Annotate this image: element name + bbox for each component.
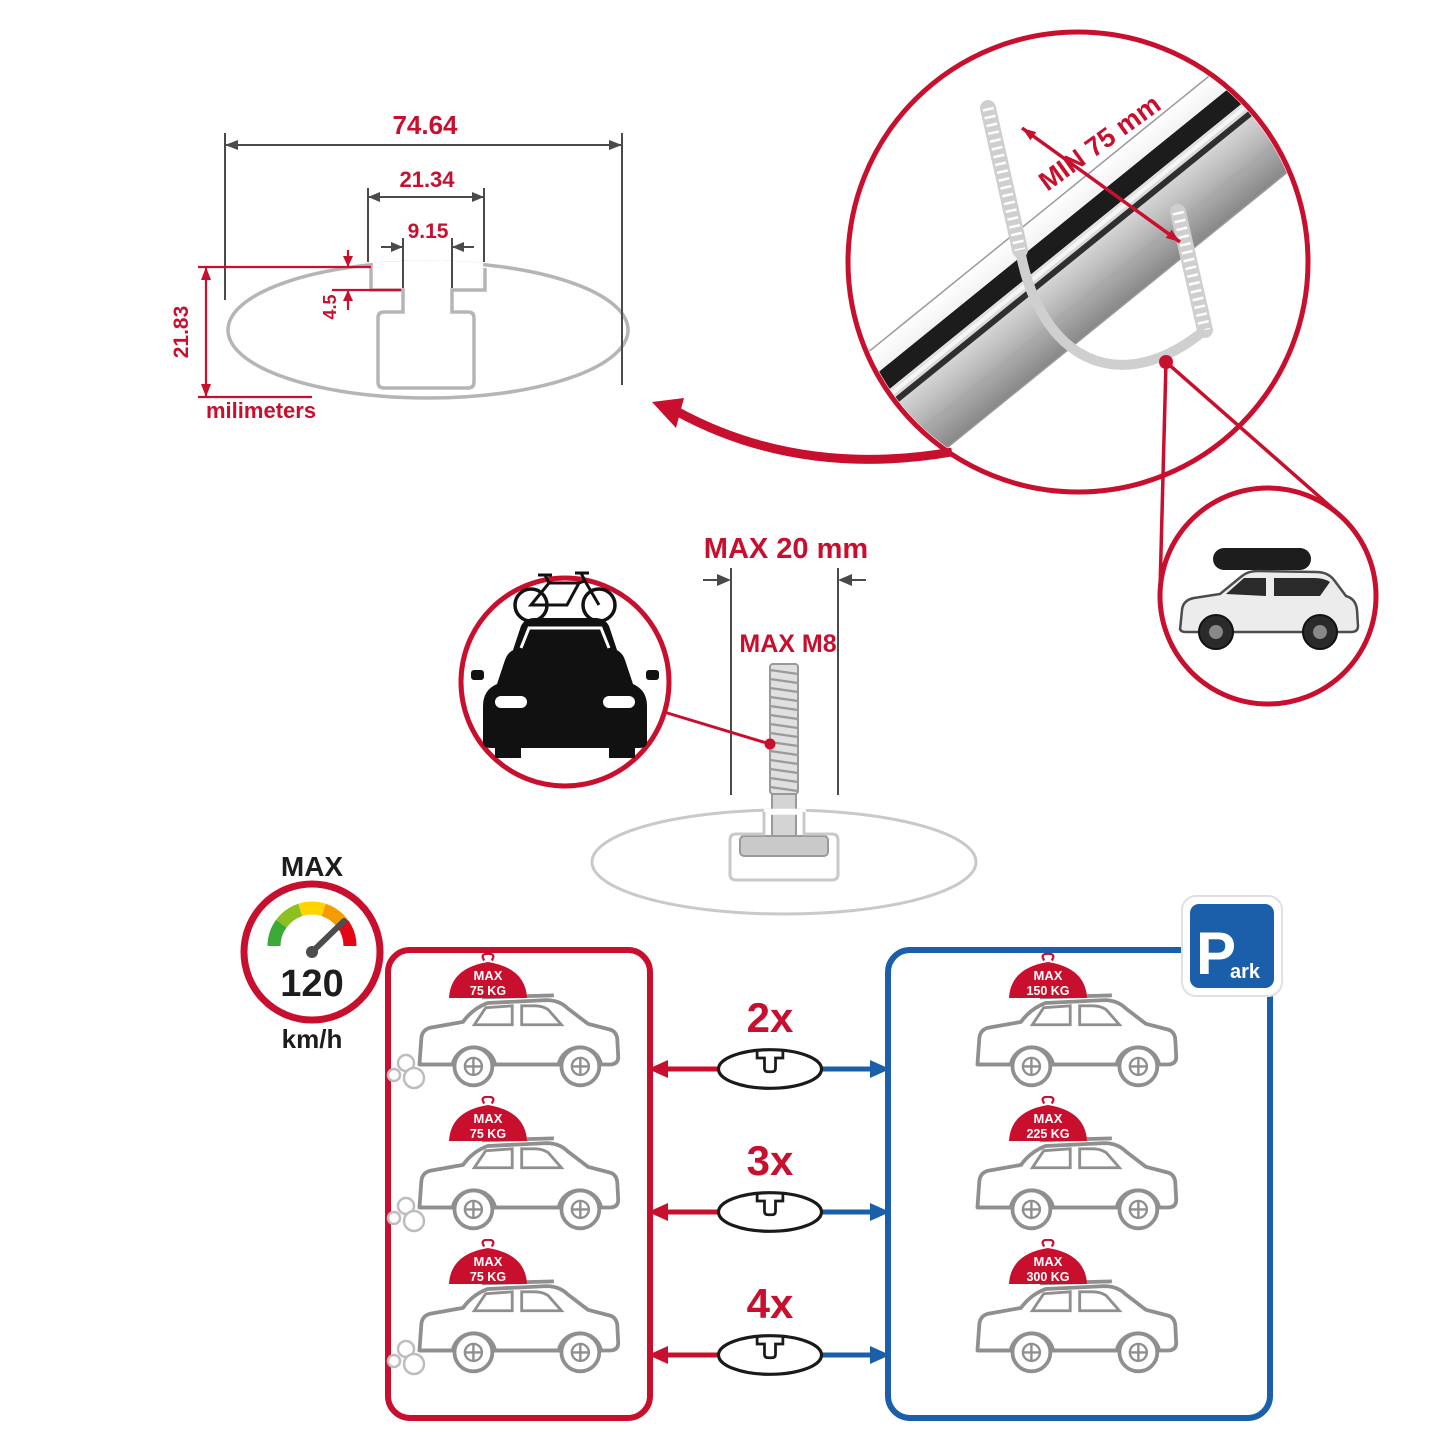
left-car-2: MAX 75 KG: [386, 1096, 621, 1233]
multiplier-rows: 2x 3x 4x: [648, 994, 890, 1376]
u-bolt-sketch: [980, 100, 1213, 370]
crossbar-detail-circle: MIN 75 mm: [652, 29, 1379, 707]
units-label: milimeters: [206, 398, 316, 423]
red-arrow-icon: [648, 1060, 668, 1078]
suv-roofbox-circle: [1157, 485, 1379, 707]
dim-channel-width-lines: [367, 188, 485, 262]
crossbar-render: [851, 35, 1305, 489]
max-thread-label: MAX M8: [739, 630, 836, 658]
bolt-detail: MAX 20 mm MAX M8: [458, 533, 978, 916]
dim-total-height-lines: [198, 267, 312, 399]
suv-roofbox-icon: [1178, 548, 1360, 650]
load-weight: 75 KG: [470, 984, 506, 998]
speed-max-label: MAX: [281, 851, 344, 882]
load-weight: 150 KG: [1026, 984, 1069, 998]
profile-slot-shape: [369, 267, 487, 390]
crossbar-profile-icon: [716, 1191, 824, 1233]
dim-channel-width: 21.34: [399, 167, 455, 192]
right-car-3: MAX 300 KG: [975, 1239, 1179, 1374]
blue-arrow-icon: [870, 1060, 890, 1078]
load-max-label: MAX: [474, 1111, 503, 1126]
multiplier-label: 3x: [747, 1137, 794, 1184]
multiplier-label: 4x: [747, 1280, 794, 1327]
suv-icon: [975, 1136, 1179, 1231]
left-car-1: MAX 75 KG: [386, 953, 621, 1090]
speed-limit-gauge: MAX 120 km/h: [240, 851, 384, 1054]
load-weight: 225 KG: [1026, 1127, 1069, 1141]
multiplier-row-2: 3x: [648, 1137, 890, 1233]
bolt-dimension-lines: [703, 568, 866, 795]
suv-icon: [417, 993, 621, 1088]
capacity-panel-blue: MAX 150 KG MAX 225 KG MAX 300 KG: [885, 947, 1273, 1421]
parking-sign: P ark: [1181, 895, 1283, 997]
right-car-2: MAX 225 KG: [975, 1096, 1179, 1231]
roof-load-tag: MAX 300 KG: [1007, 1239, 1089, 1286]
right-car-1: MAX 150 KG: [975, 953, 1179, 1088]
speed-value: 120: [280, 963, 343, 1005]
red-arrow-icon: [648, 1203, 668, 1221]
load-max-label: MAX: [474, 968, 503, 983]
roof-load-tag: MAX 75 KG: [447, 1096, 529, 1143]
dim-step-depth: 4.5: [320, 294, 340, 319]
suv-icon: [417, 1136, 621, 1231]
multiplier-row-1: 2x: [648, 994, 890, 1090]
car-front-circle: [458, 571, 672, 789]
dim-total-height: 21.83: [170, 306, 193, 359]
profile-ellipse: [226, 260, 630, 400]
roof-load-tag: MAX 75 KG: [447, 953, 529, 1000]
dim-total-width-lines: [224, 133, 623, 385]
load-max-label: MAX: [1034, 968, 1063, 983]
load-weight: 300 KG: [1026, 1270, 1069, 1284]
roof-load-tag: MAX 75 KG: [447, 1239, 529, 1286]
load-max-label: MAX: [1034, 1254, 1063, 1269]
roof-load-tag: MAX 225 KG: [1007, 1096, 1089, 1143]
left-car-3: MAX 75 KG: [386, 1239, 621, 1376]
dim-slot-width-lines: [381, 238, 474, 288]
dim-slot-width: 9.15: [408, 220, 449, 243]
crossbar-profile-icon: [716, 1334, 824, 1376]
multiplier-label: 2x: [747, 994, 794, 1041]
roof-load-tag: MAX 150 KG: [1007, 953, 1089, 1000]
speedometer-icon: [240, 880, 384, 1024]
load-weight: 75 KG: [470, 1270, 506, 1284]
red-arrow-icon: [648, 1346, 668, 1364]
blue-arrow-icon: [870, 1346, 890, 1364]
bolt-point-dot: [764, 738, 776, 750]
load-weight: 75 KG: [470, 1127, 506, 1141]
max-bolt-length-label: MAX 20 mm: [704, 533, 868, 565]
speed-units: km/h: [282, 1024, 343, 1054]
capacity-panel-red: MAX 75 KG MAX 75 KG MAX 75 KG: [385, 947, 653, 1421]
bolt-icon: [739, 663, 829, 857]
dim-step-depth-lines: [198, 250, 401, 310]
profile-sketch: [590, 808, 978, 916]
multiplier-row-3: 4x: [648, 1280, 890, 1376]
callout-arrow-to-diagram: [652, 398, 953, 464]
dim-total-width: 74.64: [392, 110, 458, 140]
blue-arrow-icon: [870, 1203, 890, 1221]
car-front-icon: [471, 618, 659, 758]
parking-ark: ark: [1230, 961, 1261, 983]
load-max-label: MAX: [1034, 1111, 1063, 1126]
suv-icon: [417, 1279, 621, 1374]
parking-p: P: [1196, 920, 1236, 987]
crossbar-profile-icon: [716, 1048, 824, 1090]
suv-icon: [975, 1279, 1179, 1374]
profile-dimension-diagram: 74.64 21.34 9.15 4.5 21.83 milimeters: [170, 110, 630, 423]
load-max-label: MAX: [474, 1254, 503, 1269]
suv-icon: [975, 993, 1179, 1088]
